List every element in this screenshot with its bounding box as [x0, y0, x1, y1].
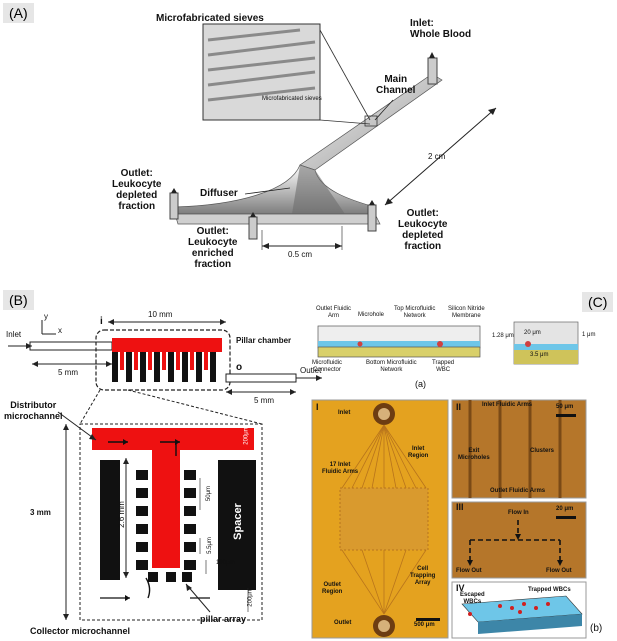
schematic-membrane: Silicon Nitride Membrane — [448, 306, 485, 319]
chip-III-scale: 20 μm — [556, 506, 574, 512]
chip-I-numeral: I — [316, 402, 319, 412]
dim-100um-label: 100μm — [216, 560, 235, 566]
chip-I-arms — [341, 424, 427, 615]
schematic-connector: Microfluidic Connector — [312, 360, 343, 373]
outlet-b-label: Outlet — [300, 366, 322, 375]
dim-1-label: 1 μm — [582, 332, 596, 338]
chip-I-outlet: Outlet — [334, 620, 352, 626]
chamber-pillars — [112, 352, 216, 382]
distributor-label: Distributor microchannel — [4, 400, 63, 421]
dim-2cm-label: 2 cm — [428, 152, 446, 161]
schematic-bottom-network: Bottom Microfluidic Network — [366, 360, 417, 373]
chip-II-clusters: Clusters — [530, 448, 555, 454]
outlet-center-label: Outlet: Leukocyte enriched fraction — [188, 226, 238, 270]
diffuser-base — [174, 213, 381, 225]
dim-20-label: 20 μm — [524, 330, 541, 336]
outlet-left-label: Outlet: Leukocyte depleted fraction — [112, 168, 162, 212]
sub-a-label: (a) — [415, 379, 426, 389]
inlet-b-label: Inlet — [6, 330, 22, 339]
panel-b-label: (B) — [3, 290, 34, 310]
sieve-inset — [202, 23, 321, 121]
sub-b-label: (b) — [590, 623, 603, 634]
chip-I-cell-trap: Cell Trapping Array — [410, 566, 436, 586]
detail-distributor — [92, 428, 254, 450]
pillar-array-label: pillar array — [200, 614, 247, 624]
chip-IV-numeral: IV — [456, 583, 465, 593]
dim-128-label: 1.28 μm — [492, 333, 514, 339]
chip-II-outlet-arms: Outlet Fluidic Arms — [490, 488, 546, 494]
axis-x-label: x — [58, 326, 62, 335]
chip-IV-escaped: Escaped WBCs — [460, 592, 485, 605]
sieves-label: Microfabricated sieves — [156, 13, 264, 24]
main-channel-label: Main Channel — [376, 74, 416, 96]
axis-y-label: y — [44, 312, 48, 321]
dim-2cm-arrow — [384, 107, 497, 206]
inlet-label: Inlet: Whole Blood — [410, 18, 472, 40]
schematic-trapped-wbc: Trapped WBC — [432, 360, 455, 373]
chip-I-inlet-region: Inlet Region — [408, 446, 429, 459]
sieve-inset-label: Microfabricated sieves — [262, 96, 322, 102]
dim-10mm-label: 10 mm — [148, 310, 173, 319]
schematic-top-network: Top Microfluidic Network — [394, 306, 436, 319]
chip-III-numeral: III — [456, 502, 464, 512]
dim-5mm-right-label: 5 mm — [254, 396, 274, 405]
dim-3mm-label: 3 mm — [30, 508, 51, 517]
detail-red-stem — [152, 450, 180, 568]
pillar-chamber-outline — [95, 329, 231, 391]
detail-pillars — [136, 470, 196, 582]
cross-section-bottom — [317, 346, 481, 358]
dim-05cm-label: 0.5 cm — [288, 250, 313, 259]
collector-label: Collector microchannel — [30, 626, 131, 636]
chip-I-scale: 500 μm — [414, 622, 435, 628]
diffuser-label: Diffuser — [200, 188, 238, 199]
chip-II-inlet-arms: Inlet Fluidic Arms — [482, 402, 533, 408]
pillar-chamber-label: Pillar chamber — [236, 336, 292, 345]
outlet-right-label: Outlet: Leukocyte depleted fraction — [398, 208, 448, 252]
chip-II-numeral: II — [456, 402, 462, 412]
chip-III-flow-out-right: Flow Out — [546, 568, 572, 574]
schematic-outlet-arm: Outlet Fluidic Arm — [316, 306, 352, 319]
dim-5mm-left-label: 5 mm — [58, 368, 78, 377]
detail-spacer-left — [100, 460, 120, 580]
detail-spacer-right — [218, 460, 256, 590]
dim-35-label: 3.5 μm — [530, 352, 549, 358]
chip-I-trap-array — [339, 487, 429, 551]
point-o-label: o — [236, 362, 243, 373]
panel-c-label: (C) — [582, 292, 614, 312]
chip-III-flow-in: Flow In — [508, 510, 529, 516]
panel-a-label: (A) — [3, 3, 34, 23]
schematic-microhole: Microhole — [358, 312, 385, 318]
chip-I-inlet: Inlet — [338, 410, 351, 416]
chip-II-scale: 50 μm — [556, 404, 574, 410]
chip-I-arms-label: 17 Inlet Fluidic Arms — [322, 462, 359, 475]
chip-I-outlet-region: Outlet Region — [322, 582, 343, 595]
chip-II-image — [451, 399, 587, 499]
chamber-distributor — [112, 338, 222, 352]
chip-II-exit-holes: Exit Microholes — [458, 448, 490, 461]
chip-III-flow-out-left: Flow Out — [456, 568, 482, 574]
chip-IV-trapped: Trapped WBCs — [528, 587, 571, 593]
point-i-label: i — [100, 316, 103, 327]
